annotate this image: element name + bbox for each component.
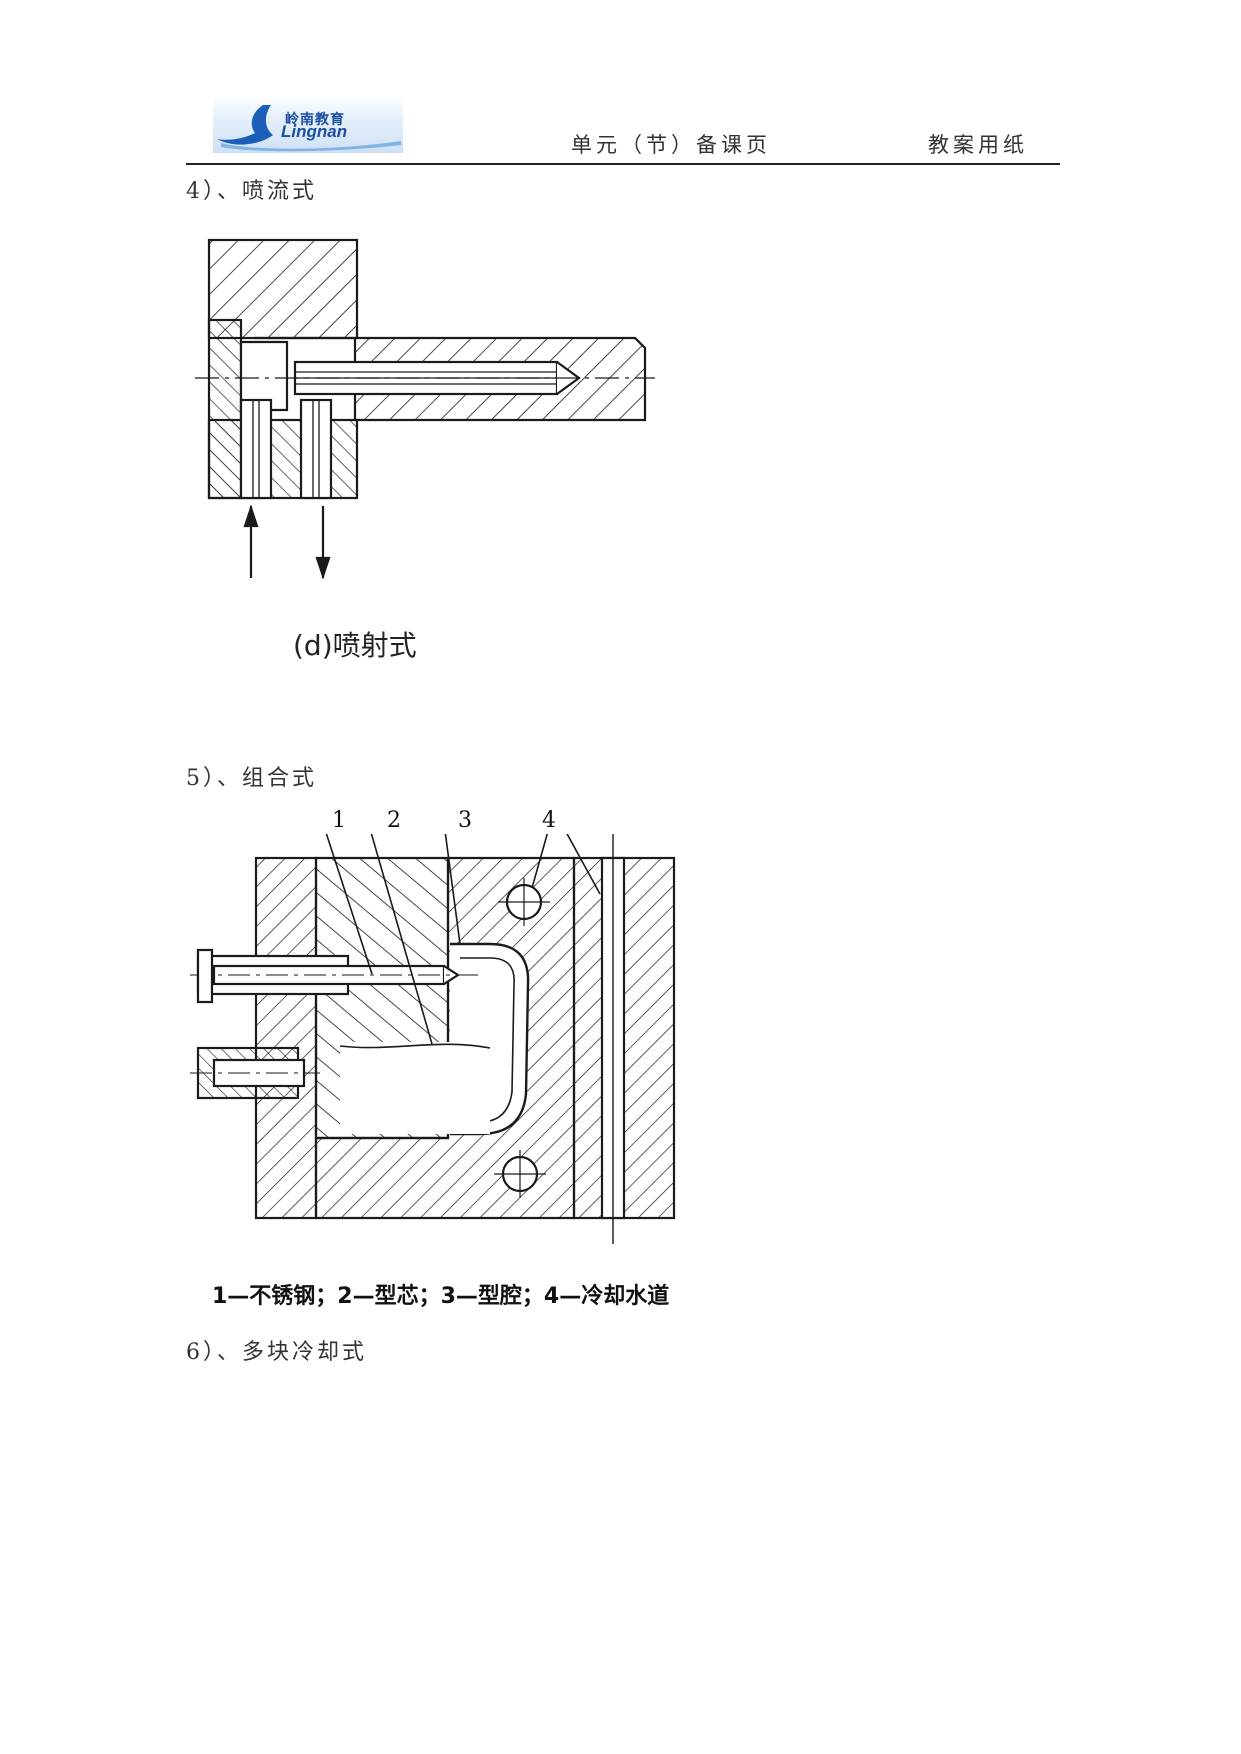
header-right-title: 教案用纸 <box>928 133 1028 157</box>
part-label-1: 1 <box>332 808 346 833</box>
lingnan-logo: 岭南教育 Lingnan <box>213 95 403 153</box>
caption-spray: (d)喷射式 <box>293 629 417 662</box>
header-rule <box>186 163 1060 165</box>
caption-composite: 1—不锈钢；2—型芯；3—型腔；4—冷却水道 <box>212 1284 670 1309</box>
section-heading-4: 4）、喷流式 <box>186 179 317 204</box>
part-label-2: 2 <box>387 808 401 833</box>
spray-cooling-diagram <box>195 238 655 580</box>
composite-cooling-diagram <box>190 834 676 1244</box>
part-label-3: 3 <box>458 808 472 833</box>
logo-english-text: Lingnan <box>281 122 348 141</box>
part-label-4: 4 <box>542 808 556 833</box>
section-heading-5: 5）、组合式 <box>186 766 317 791</box>
header-center-title: 单元（节）备课页 <box>571 133 771 157</box>
section-heading-6: 6）、多块冷却式 <box>186 1340 367 1365</box>
logo-swoosh-icon <box>217 105 401 152</box>
logo-chinese-text: 岭南教育 <box>285 112 345 128</box>
